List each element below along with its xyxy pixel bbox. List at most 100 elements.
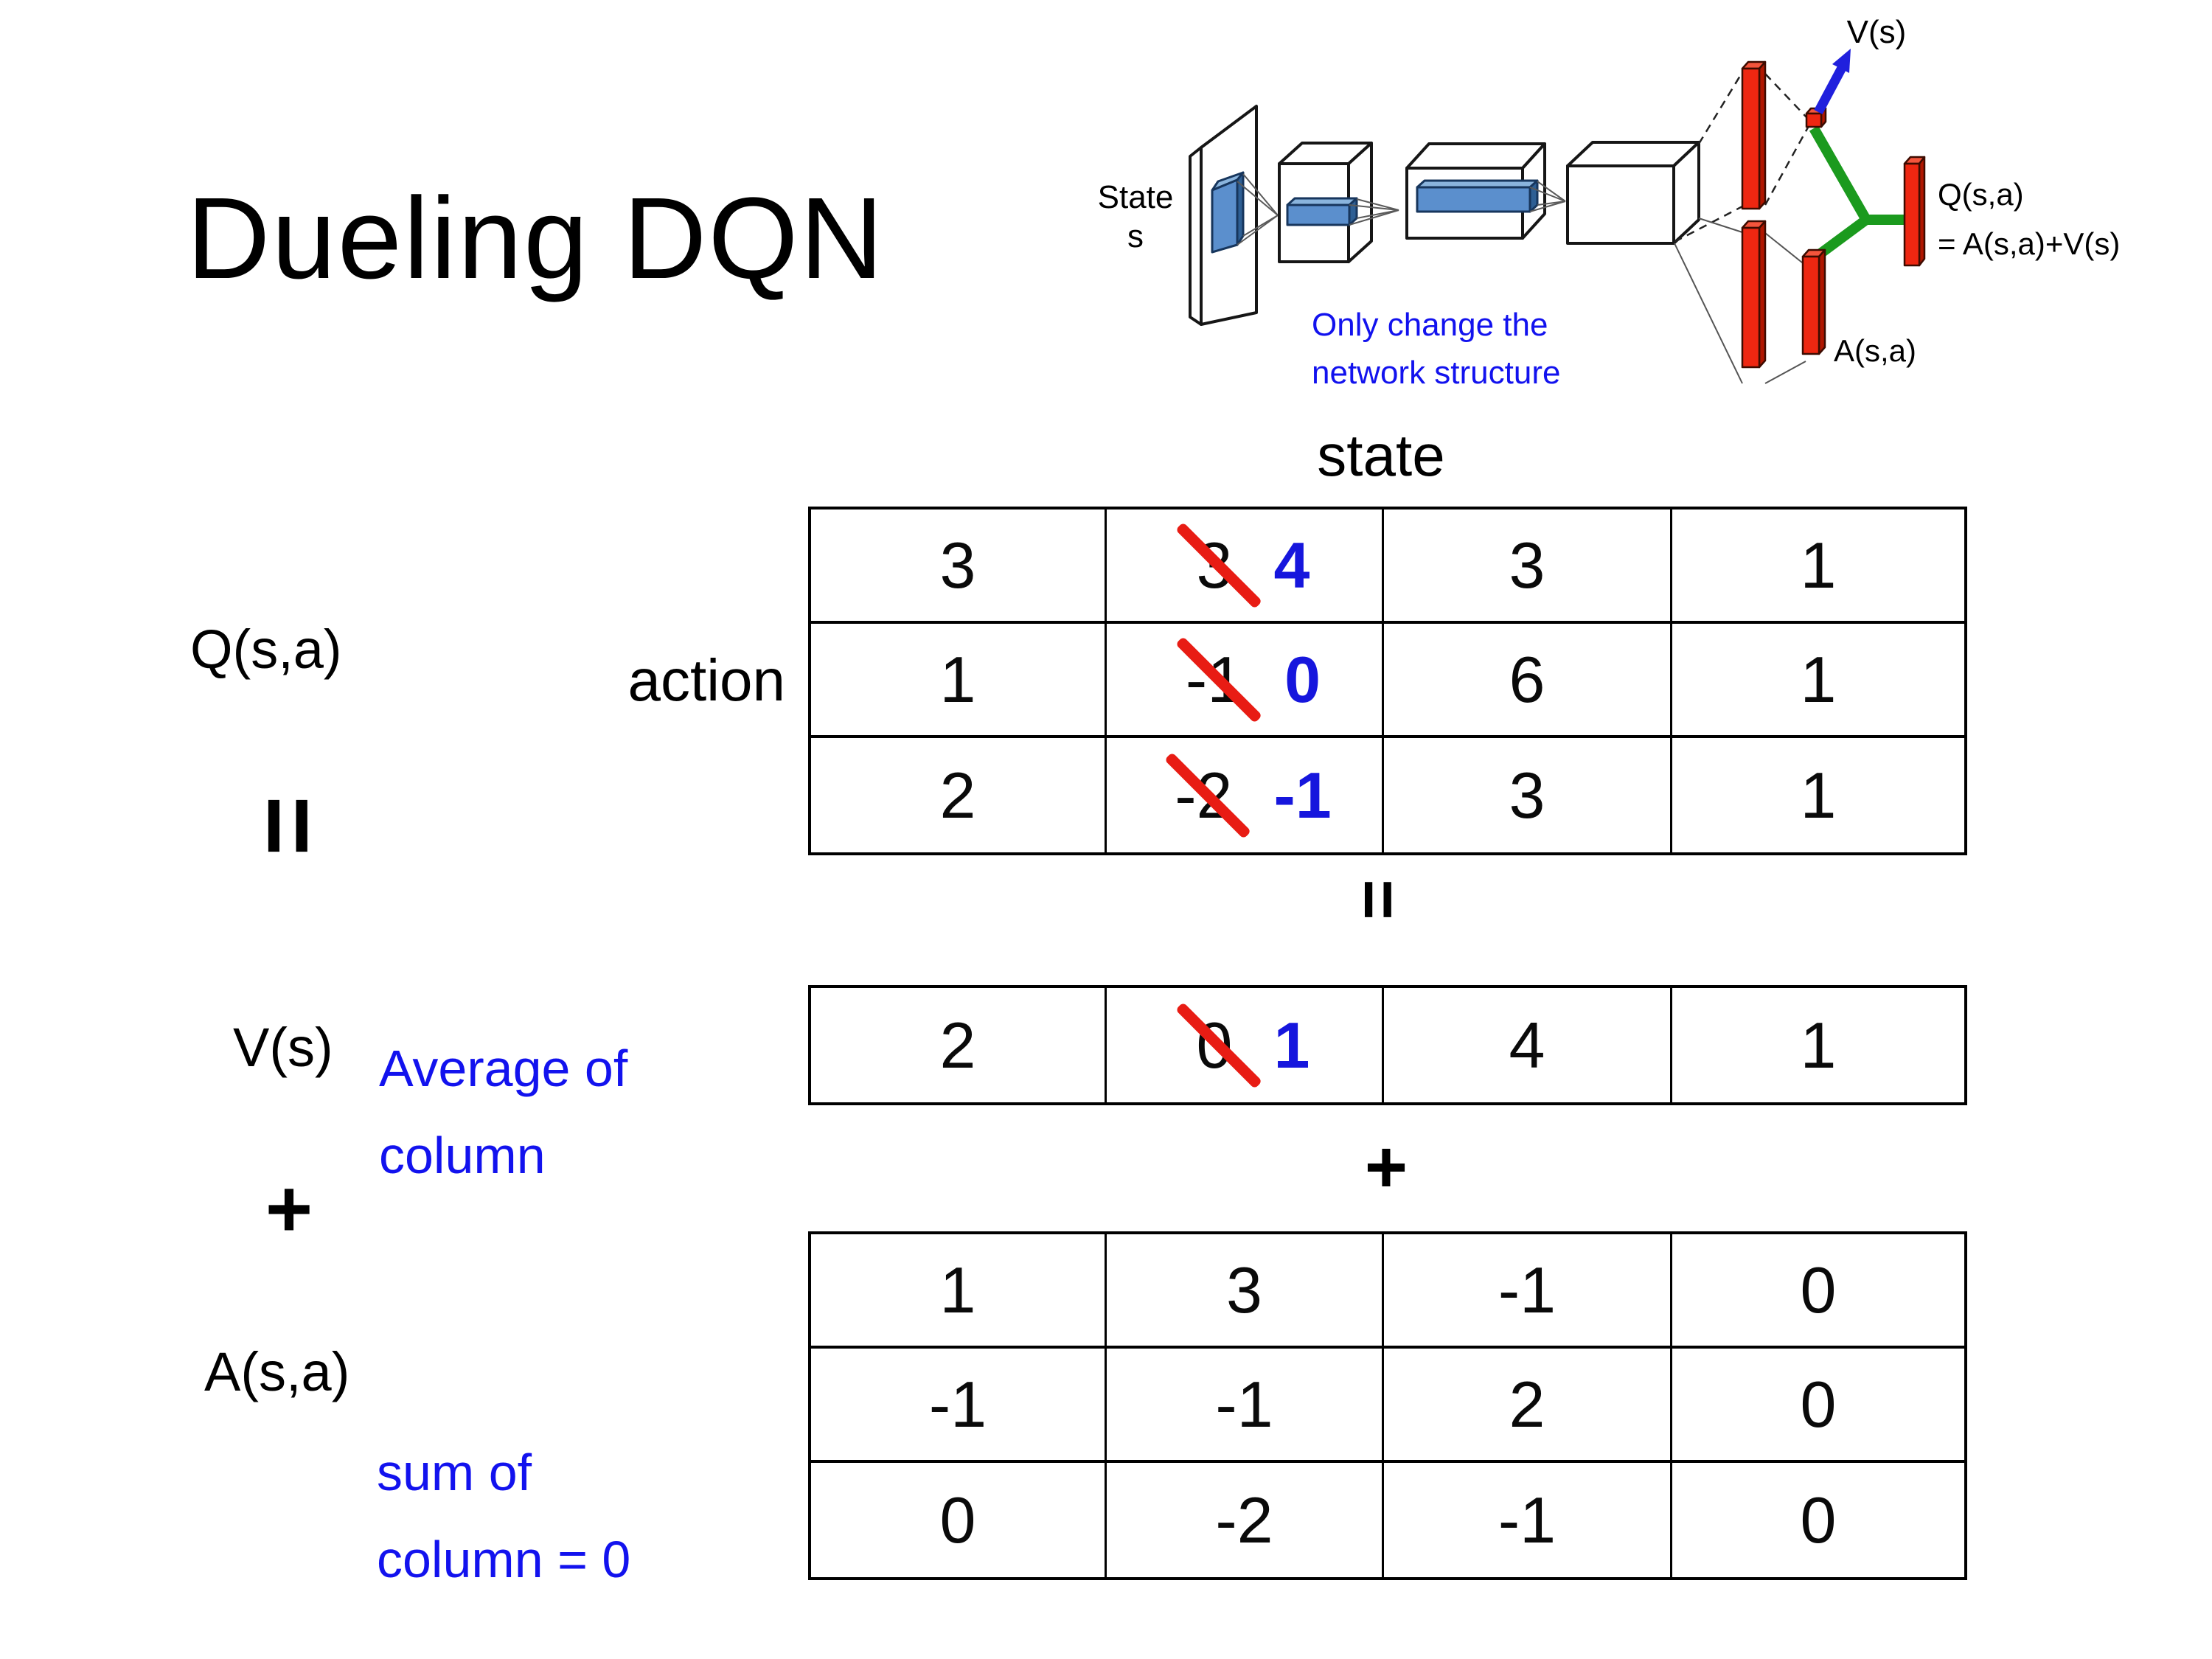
cell-value: 1 [1800,642,1837,716]
v-output-label: V(s) [1847,15,1907,50]
merge-connector [1809,125,1911,264]
conv-lines-2 [1349,198,1399,226]
table-cell: -1 [1384,1234,1672,1349]
replacement-value: 1 [1273,1008,1310,1082]
table-cell: 2 [1384,1349,1672,1463]
cell-value: 1 [1800,528,1837,602]
diagram-note-line2: network structure [1312,355,1560,391]
cell-value: 3 [1509,758,1545,832]
feature-map-3 [1416,179,1539,213]
q-output-label-line2: = A(s,a)+V(s) [1938,226,2120,261]
table-cell: 3 [1384,738,1672,852]
replacement-value: 0 [1284,642,1321,716]
table-cell: -2-1 [1107,738,1384,852]
plus-sign-left: + [265,1164,313,1254]
state-input-sublabel: s [1127,218,1144,254]
fc-bar-bottom [1741,220,1767,369]
cell-value: 1 [939,642,976,716]
cell-value: -1 [1215,1367,1273,1441]
a-term-label: A(s,a) [204,1341,350,1402]
table-cell: 0 [1672,1463,1964,1577]
state-input-label: State [1098,179,1174,215]
average-note-line1: Average of [379,1040,628,1097]
advantage-stream-lines [1674,218,1806,384]
table-cell: 1 [811,1234,1107,1349]
cell-value: -1 [1498,1253,1557,1326]
table-cell: 4 [1384,988,1672,1102]
table-cell: 0 [811,1463,1107,1577]
replacement-value: -1 [1273,758,1332,832]
cell-value: 3 [1509,528,1545,602]
conv-lines-1 [1237,173,1279,246]
table-cell: 6 [1384,624,1672,738]
table-cell: 3 [811,509,1107,624]
cell-value: 6 [1509,642,1545,716]
average-of-column-note: Average of column [379,1025,627,1199]
cell-value: 3 [939,528,976,602]
network-diagram: State s V(s) Q(s,a) = A(s,a)+V(s) A(s,a)… [1098,15,2121,391]
conv-lines-3 [1529,181,1566,212]
table-cell: 1 [811,624,1107,738]
cell-value: 0 [1800,1483,1837,1557]
feature-map-2 [1286,197,1358,226]
table-cell: 3 [1384,509,1672,624]
a-output-label: A(s,a) [1834,333,1916,368]
equals-sign-left: = [232,796,347,856]
table-cell: 1 [1672,624,1964,738]
sum-note-line2: column = 0 [377,1531,631,1588]
table-cell: 1 [1672,988,1964,1102]
v-values-table: 2 01 4 1 [808,985,1967,1105]
sum-note-line1: sum of [377,1444,532,1501]
a-values-table: 1 3 -1 0 -1 -1 2 0 0 -2 -1 0 [808,1231,1967,1580]
replacement-value: 4 [1273,528,1310,602]
feature-map-1 [1211,171,1245,254]
q-term-label: Q(s,a) [190,619,342,680]
cell-value: 0 [1800,1253,1837,1326]
cell-value: 3 [1226,1253,1262,1326]
table-cell: 0 [1672,1349,1964,1463]
table-cell: 3 [1107,1234,1384,1349]
table-cell: 1 [1672,509,1964,624]
cell-value: 1 [939,1253,976,1326]
diagram-note-line1: Only change the [1312,307,1548,343]
cell-value: -1 [928,1367,987,1441]
q-output-node [1903,156,1926,267]
cell-value: 1 [1800,758,1837,832]
table-cell: 0 [1672,1234,1964,1349]
fc-bar-top [1741,60,1767,210]
table-cell: -10 [1107,624,1384,738]
equals-sign-middle: = [1339,879,1418,920]
table-cell: -1 [1384,1463,1672,1577]
average-note-line2: column [379,1127,546,1184]
table-cell: 01 [1107,988,1384,1102]
value-stream-dashed-lines [1674,72,1810,243]
v-output-arrow [1814,49,1851,115]
slide-title: Dueling DQN [187,174,885,303]
table-cell: 2 [811,738,1107,852]
table-cell: 1 [1672,738,1964,852]
cell-value: 2 [1509,1367,1545,1441]
table-cell: -2 [1107,1463,1384,1577]
cell-value: 2 [939,758,976,832]
conv-box-3 [1566,141,1700,245]
cell-value: 0 [1800,1367,1837,1441]
table-cell: -1 [1107,1349,1384,1463]
cell-value: 4 [1509,1008,1545,1082]
cell-value: -2 [1215,1483,1273,1557]
v-scalar-node [1805,107,1827,128]
cell-value: 1 [1800,1008,1837,1082]
cell-value: 0 [939,1483,976,1557]
table-cell: -1 [811,1349,1107,1463]
state-axis-header: state [1317,422,1445,488]
table-cell: 2 [811,988,1107,1102]
action-axis-header: action [627,647,785,713]
table-cell: 34 [1107,509,1384,624]
q-output-label-line1: Q(s,a) [1938,177,2024,212]
v-term-label: V(s) [233,1017,333,1078]
a-vector-node [1801,248,1826,355]
sum-of-column-note: sum of column = 0 [377,1429,630,1603]
plus-sign-middle: + [1364,1126,1408,1208]
cell-value: 2 [939,1008,976,1082]
